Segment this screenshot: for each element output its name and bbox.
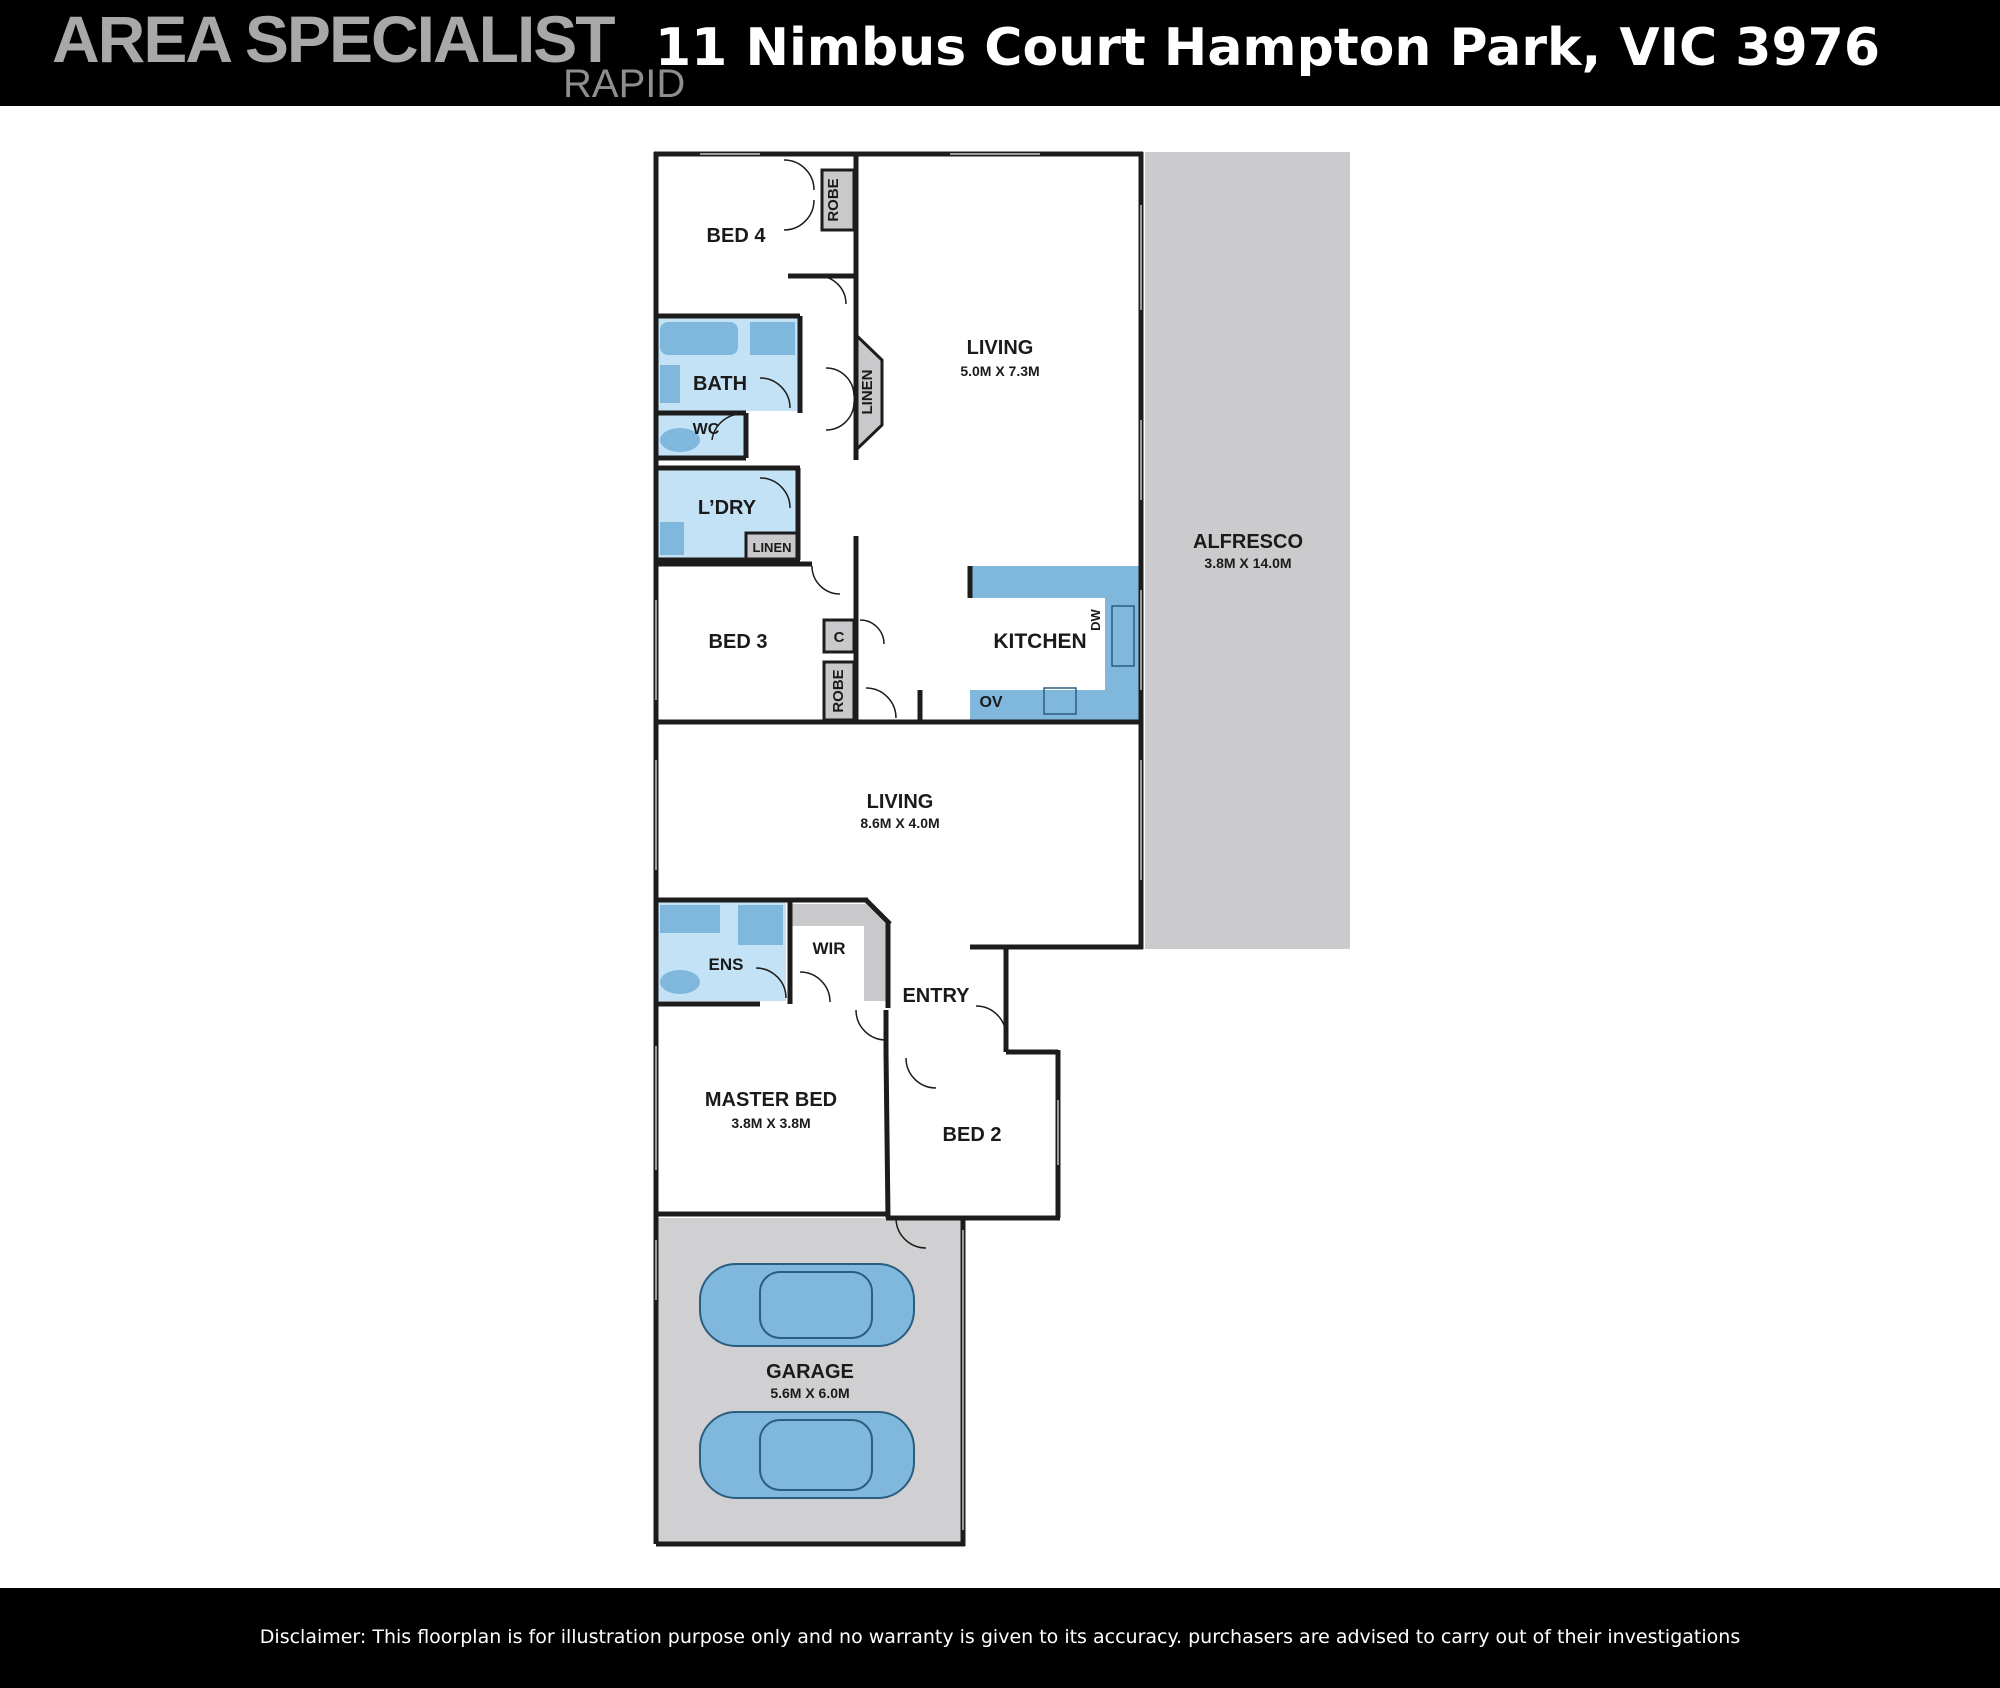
disclaimer-text: Disclaimer: This floorplan is for illust… xyxy=(259,1626,1741,1648)
room-label-laundry: L’DRY xyxy=(698,497,757,519)
kitchen-bench xyxy=(970,566,1140,720)
room-label-garage: GARAGE xyxy=(766,1361,854,1383)
shower-icon xyxy=(750,322,795,355)
room-label-cupboard: C xyxy=(834,629,845,646)
room-label-robe-bed3: ROBE xyxy=(830,669,847,712)
room-label-ens: ENS xyxy=(709,955,744,974)
brand-logo-sub: RAPID xyxy=(563,62,686,106)
room-label-living-mid: LIVING xyxy=(867,791,934,813)
ens-vanity-icon xyxy=(660,905,720,933)
room-label-ov: OV xyxy=(979,694,1002,711)
room-label-master-bed: MASTER BED xyxy=(705,1089,837,1111)
room-label-linen-upper: LINEN xyxy=(859,370,876,415)
room-label-wir: WIR xyxy=(812,939,845,958)
ens-shower-icon xyxy=(738,905,783,945)
room-dims-living-top: 5.0M X 7.3M xyxy=(960,363,1039,379)
room-label-wc: WC xyxy=(693,421,720,438)
header-bar: AREA SPECIALIST RAPID 11 Nimbus Court Ha… xyxy=(0,0,2000,106)
footer-bar: Disclaimer: This floorplan is for illust… xyxy=(0,1588,2000,1688)
alfresco-area xyxy=(1145,152,1350,949)
laundry-tub-icon xyxy=(660,522,684,555)
room-dims-garage: 5.6M X 6.0M xyxy=(770,1385,849,1401)
room-label-bed3: BED 3 xyxy=(709,631,768,653)
ens-toilet-icon xyxy=(660,970,700,994)
wir-shelf xyxy=(792,904,888,1001)
room-dims-living-mid: 8.6M X 4.0M xyxy=(860,815,939,831)
room-label-entry: ENTRY xyxy=(902,985,970,1007)
doors xyxy=(711,159,1007,1249)
room-label-alfresco: ALFRESCO xyxy=(1193,531,1303,553)
room-label-dw: DW xyxy=(1088,608,1103,630)
vanity-icon xyxy=(660,365,680,403)
room-label-linen-lower: LINEN xyxy=(753,540,792,555)
brand-logo: AREA SPECIALIST xyxy=(52,2,616,76)
property-address: 11 Nimbus Court Hampton Park, VIC 3976 xyxy=(655,18,1880,78)
room-dims-alfresco: 3.8M X 14.0M xyxy=(1204,555,1291,571)
room-label-bed4: BED 4 xyxy=(707,225,767,247)
bathtub-icon xyxy=(660,322,738,355)
car-bottom-icon xyxy=(699,1411,915,1499)
room-label-robe-top: ROBE xyxy=(825,178,842,221)
room-label-living-top: LIVING xyxy=(967,337,1034,359)
room-label-bed2: BED 2 xyxy=(943,1124,1002,1146)
cooktop-icon xyxy=(1043,687,1077,715)
windows xyxy=(655,153,1142,1530)
room-dims-master-bed: 3.8M X 3.8M xyxy=(731,1115,810,1131)
room-label-bath: BATH xyxy=(693,373,747,395)
room-label-kitchen: KITCHEN xyxy=(993,630,1086,653)
toilet-icon xyxy=(660,428,700,452)
car-top-icon xyxy=(699,1263,915,1347)
robe-bed4 xyxy=(820,168,856,232)
sink-icon xyxy=(1111,605,1135,667)
